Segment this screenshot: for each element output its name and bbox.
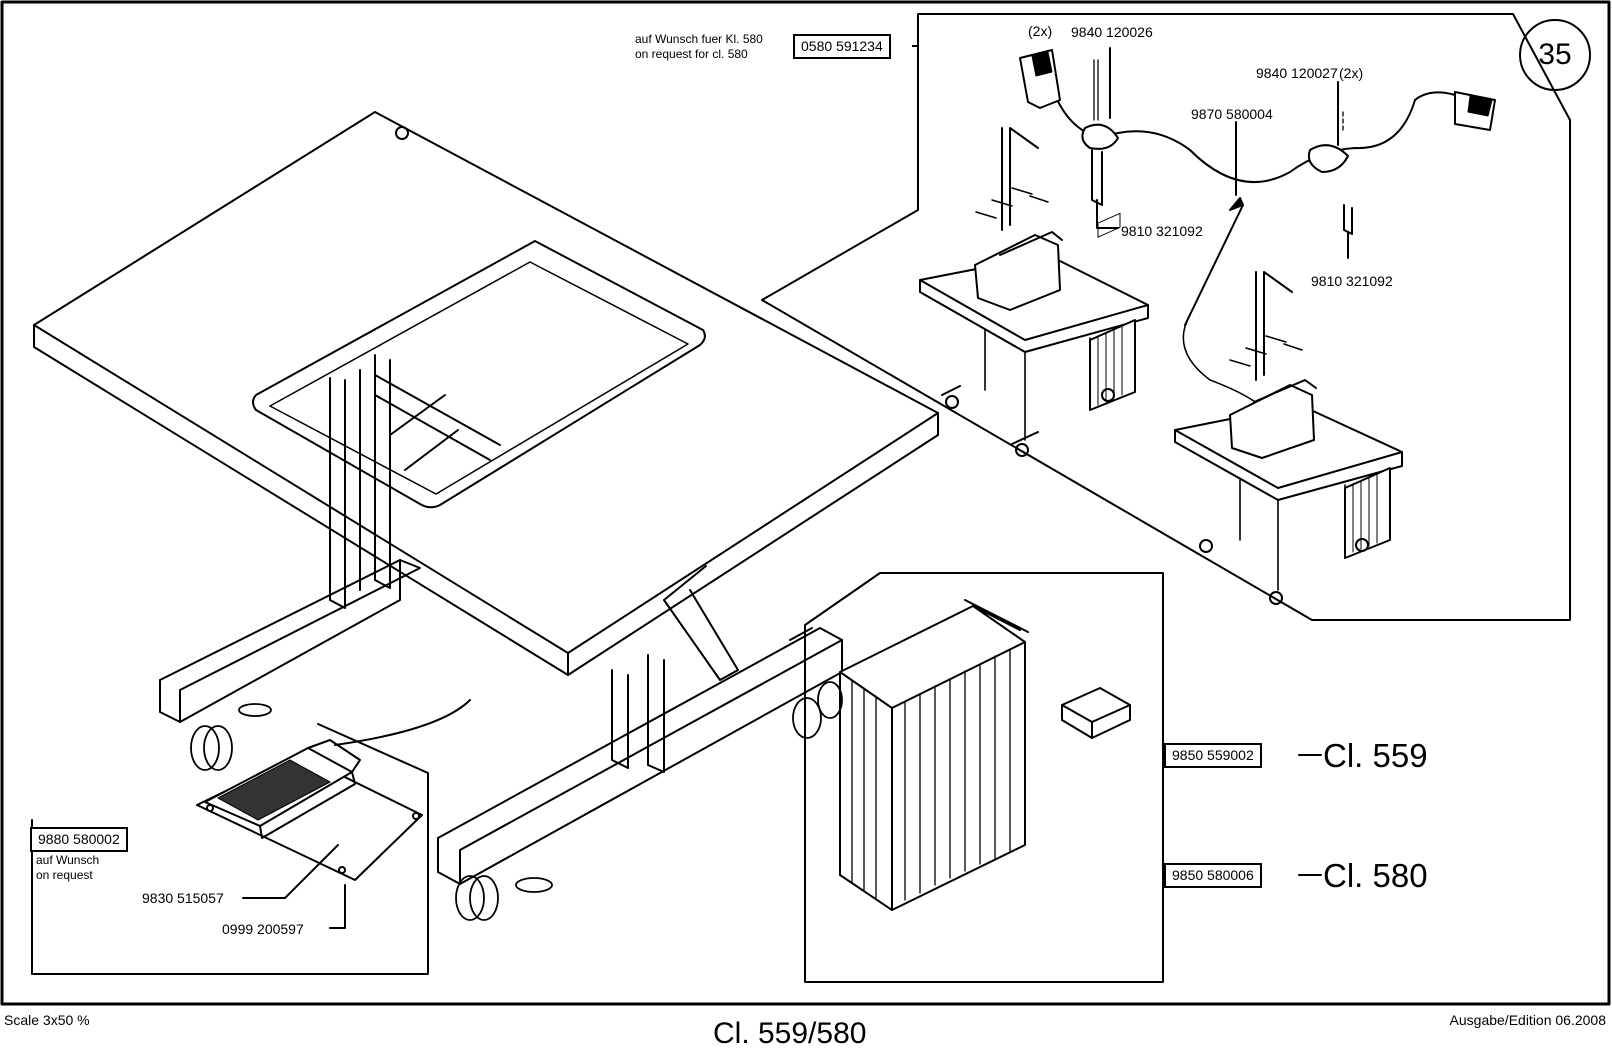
footer-scale: Scale 3x50 %: [4, 1012, 90, 1028]
class-label-580: Cl. 580: [1323, 859, 1428, 892]
pedal-note-de: auf Wunsch: [36, 853, 99, 867]
part-box-9880-580002: 9880 580002: [30, 827, 128, 852]
part-label-9810-321092-right: 9810 321092: [1311, 274, 1393, 288]
part-label-9840-120026: 9840 120026: [1071, 25, 1153, 39]
part-label-9870-580004: 9870 580004: [1191, 107, 1273, 121]
part-box-9850-580006: 9850 580006: [1164, 863, 1262, 888]
qty-label-left: (2x): [1028, 24, 1052, 38]
footer-edition: Ausgabe/Edition 06.2008: [1450, 1012, 1606, 1028]
pedal-note-en: on request: [36, 868, 93, 882]
part-label-9810-321092-left: 9810 321092: [1121, 224, 1203, 238]
class-label-559: Cl. 559: [1323, 739, 1428, 772]
part-label-0999-200597: 0999 200597: [222, 922, 304, 936]
part-label-9830-515057: 9830 515057: [142, 891, 224, 905]
part-label-9840-120027: 9840 120027: [1256, 66, 1338, 80]
footer-title: Cl. 559/580: [713, 1017, 866, 1051]
qty-label-right: (2x): [1339, 66, 1363, 80]
part-box-9850-559002: 9850 559002: [1164, 743, 1262, 768]
